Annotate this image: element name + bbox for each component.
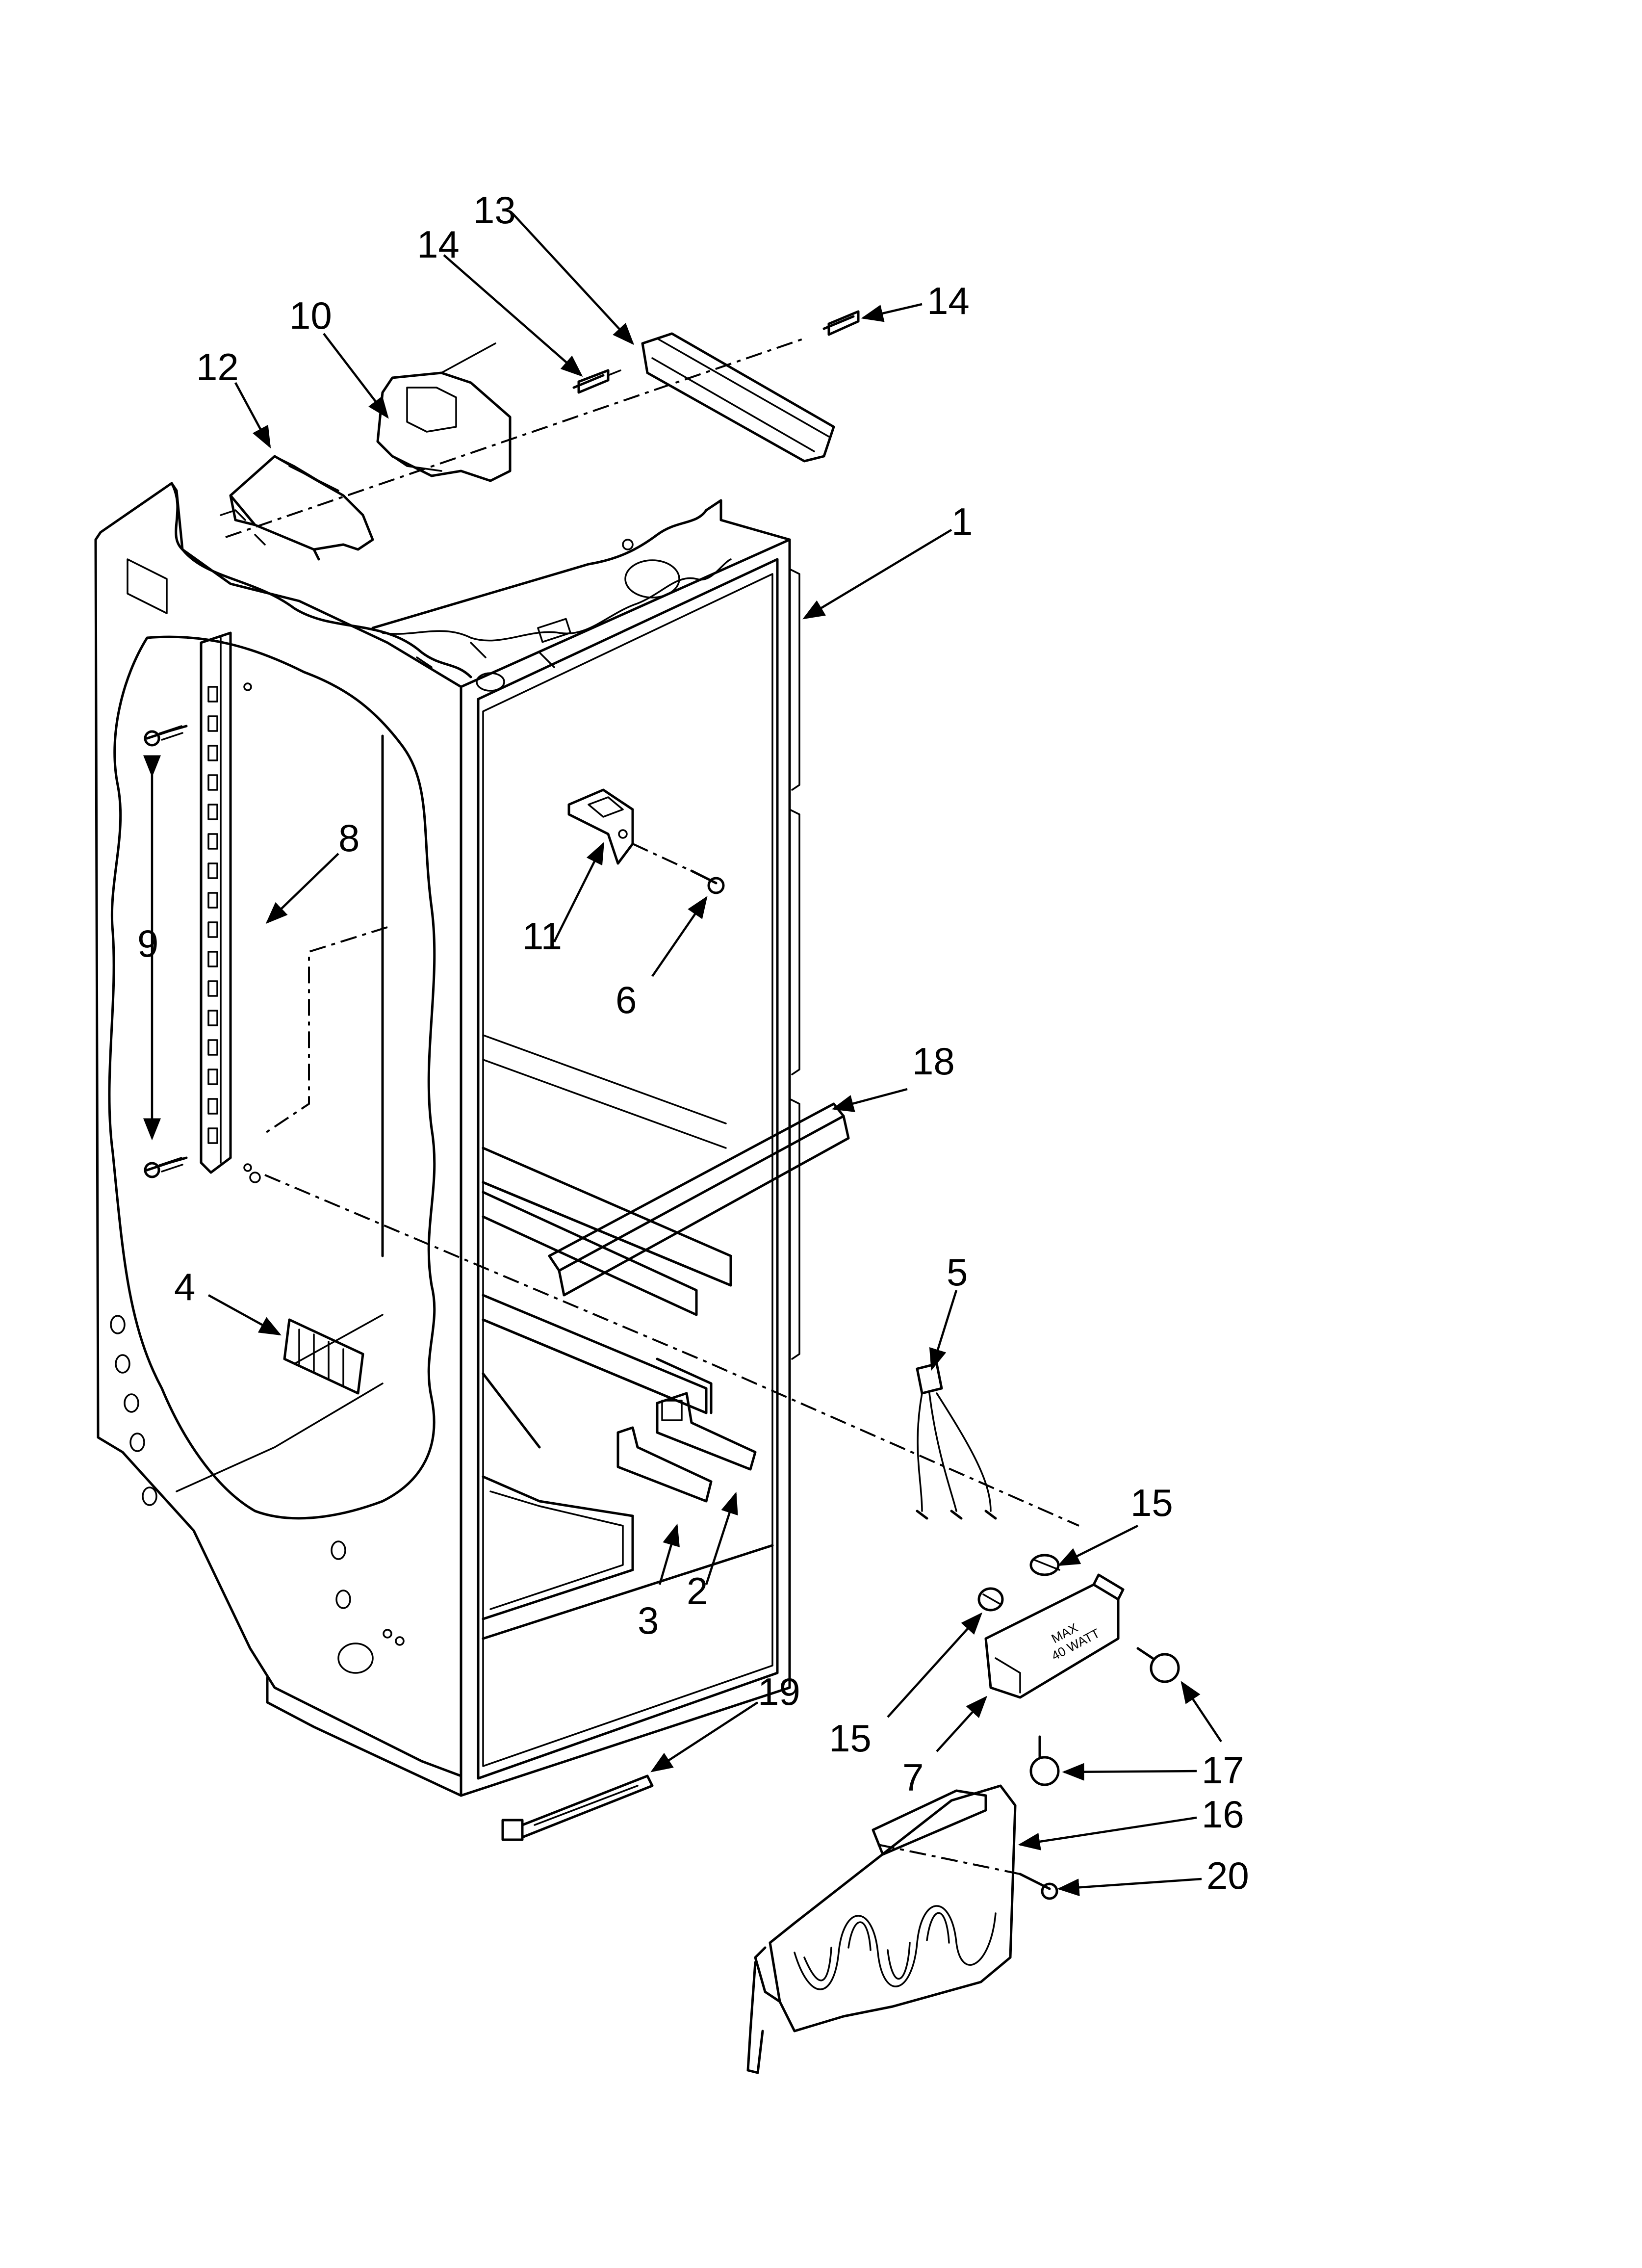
screw-9-top — [144, 725, 188, 747]
callout-15-top: 15 — [1130, 1481, 1173, 1524]
screw-14-right — [822, 310, 860, 336]
damper-cover-10 — [376, 342, 512, 482]
top-cover-13 — [641, 332, 835, 463]
callout-15-bottom: 15 — [829, 1717, 872, 1760]
screw-6 — [690, 869, 725, 894]
cable-tie-19 — [501, 1774, 654, 1841]
callout-5: 5 — [947, 1251, 968, 1294]
callout-10: 10 — [289, 294, 332, 337]
callout-7: 7 — [902, 1756, 924, 1799]
callout-12: 12 — [196, 345, 239, 389]
callout-17: 17 — [1202, 1748, 1244, 1792]
callout-2: 2 — [687, 1569, 708, 1613]
callout-19: 19 — [758, 1670, 800, 1713]
assembly-line-lamp — [264, 1174, 1079, 1527]
callout-8: 8 — [338, 816, 359, 860]
bracket-11 — [567, 788, 697, 874]
callout-1: 1 — [951, 500, 973, 543]
callout-11: 11 — [522, 914, 562, 958]
clip-15-top — [1029, 1554, 1060, 1576]
callout-20: 20 — [1206, 1854, 1249, 1897]
vent-grille-4 — [283, 1318, 364, 1395]
lamp-bulb-17-left — [1029, 1735, 1060, 1786]
crossbar-18 — [548, 1102, 850, 1297]
assembly-line-top — [225, 338, 805, 538]
screw-20 — [877, 1844, 1058, 1900]
callout-13: 13 — [473, 188, 516, 232]
clip-15-bottom — [977, 1587, 1004, 1612]
callout-14-right: 14 — [927, 279, 970, 322]
screw-14-left — [572, 369, 621, 394]
callout-4: 4 — [174, 1265, 195, 1308]
defrost-heater-16 — [746, 1784, 1017, 2074]
callout-3: 3 — [638, 1599, 659, 1642]
lamp-bulb-17-right — [1136, 1647, 1180, 1683]
assembly-line-rail — [264, 926, 388, 1134]
wire-harness-5 — [916, 1362, 997, 1520]
callout-14-left: 14 — [417, 223, 460, 266]
callout-9: 9 — [137, 922, 158, 965]
callout-16: 16 — [1202, 1793, 1244, 1836]
damper-control-12 — [220, 455, 374, 561]
callout-18: 18 — [912, 1040, 955, 1083]
callout-6: 6 — [616, 978, 637, 1021]
leader-lines — [207, 212, 1222, 1897]
bracket-3 — [616, 1426, 713, 1503]
callout-numbers: 1 2 3 4 5 6 7 8 9 10 11 12 13 14 14 15 1… — [137, 188, 1249, 1897]
shelf-rail — [200, 631, 252, 1174]
bracket-2 — [656, 1392, 757, 1471]
screw-9-bottom — [144, 1156, 188, 1178]
cabinet-liner — [94, 482, 800, 1797]
lamp-socket-7: MAX 40 WATT — [984, 1573, 1125, 1699]
